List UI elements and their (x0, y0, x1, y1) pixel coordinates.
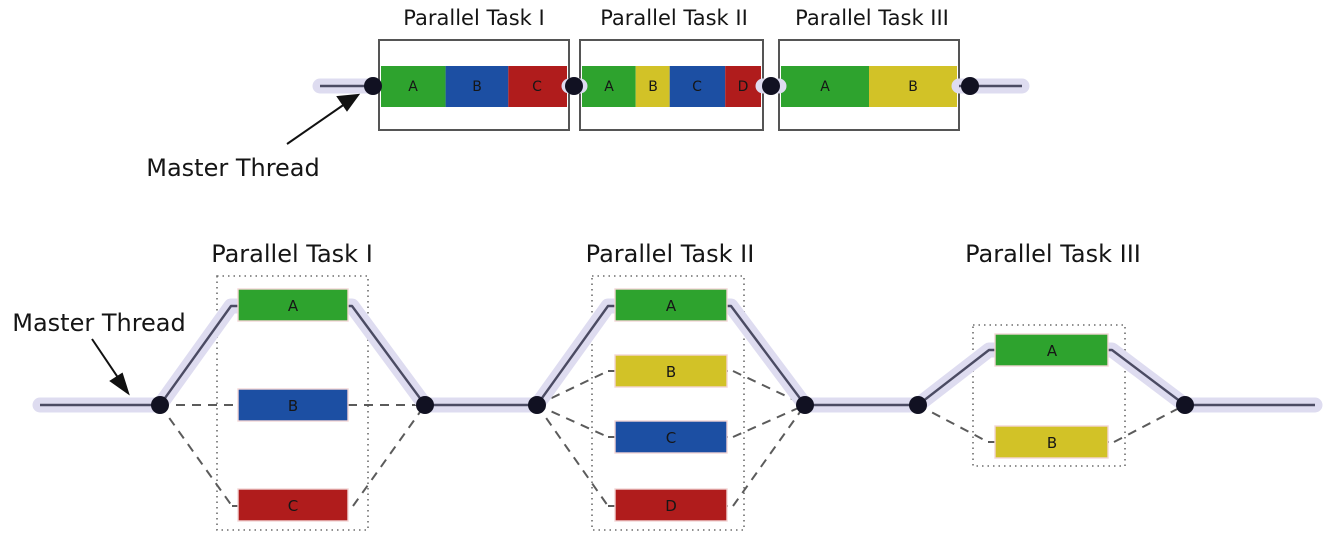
bottom-task-3-label-b: B (1047, 434, 1057, 452)
top-task-2-segment-b (635, 66, 670, 107)
top-task-3-frame-group: A B (778, 39, 960, 131)
top-task-2-label-d: D (738, 79, 749, 95)
bottom-master-thread-arrow-head (109, 372, 130, 396)
top-master-thread-arrow-line (286, 98, 353, 145)
bottom-join-node-1 (416, 396, 434, 414)
top-task-3-segment-b (869, 66, 957, 107)
top-task-1-segment-b (445, 66, 509, 107)
top-node-2 (565, 77, 583, 95)
edge-b-to-join3 (1113, 404, 1186, 443)
top-task-1-segment-c (508, 66, 567, 107)
bottom-task-2-box-d (614, 488, 728, 522)
edge-fork2-to-d (536, 404, 609, 507)
bottom-task-2-label-d: D (665, 497, 677, 515)
bottom-task-1-label-a: A (288, 297, 299, 315)
bottom-view: Parallel Task I Parallel Task II Paralle… (12, 240, 1323, 531)
top-node-4 (961, 77, 979, 95)
bottom-task-2-label-c: C (666, 429, 676, 447)
top-task-2-label-c: C (692, 79, 702, 95)
top-task-1-label-c: C (532, 79, 542, 95)
top-master-thread-arrow-head (336, 93, 361, 112)
bottom-master-thread-callout: Master Thread (12, 309, 186, 396)
edge-fork1-to-c (159, 404, 233, 507)
top-master-thread-label: Master Thread (146, 154, 320, 182)
top-task-3-title: Parallel Task III (795, 6, 949, 30)
bottom-master-thread-label: Master Thread (12, 309, 186, 337)
edge-d-to-join2 (732, 404, 806, 507)
top-task-2-label-b: B (648, 79, 658, 95)
bottom-task-2-box-a (614, 288, 728, 322)
bottom-task-2-boxes: A B C D (614, 288, 728, 522)
bottom-task-2-box-b (614, 354, 728, 388)
bottom-join-node-3 (1176, 396, 1194, 414)
bottom-task-3-box-b (994, 425, 1109, 459)
bottom-task-2-edges (536, 305, 806, 507)
top-task-2-segment-c (669, 66, 726, 107)
top-task-2-segment-a (582, 66, 636, 107)
top-task-2-frame-group: A B C D (579, 39, 764, 131)
bottom-task-1-label-b: B (288, 397, 298, 415)
bottom-task-1-region (216, 275, 369, 531)
bottom-task-1-title: Parallel Task I (211, 240, 373, 268)
bottom-task-3-box-a (994, 333, 1109, 367)
top-task-2-label-a: A (604, 79, 614, 95)
top-task-3-segment-a (781, 66, 869, 107)
bottom-task-1-box-c (237, 488, 349, 522)
bottom-task-2-box-c (614, 420, 728, 454)
bottom-task-2-title: Parallel Task II (586, 240, 755, 268)
bottom-task-3-boxes: A B (994, 333, 1109, 459)
bottom-task-1-box-b (237, 388, 349, 422)
top-node-3 (762, 77, 780, 95)
top-task-1-segment-a (381, 66, 446, 107)
bottom-task-1-label-c: C (288, 497, 298, 515)
bottom-fork-node-1 (151, 396, 169, 414)
top-task-1-label-b: B (472, 79, 482, 95)
bottom-task-1-boxes: A B C (237, 288, 349, 522)
bottom-fork-node-2 (528, 396, 546, 414)
bottom-task-2-label-a: A (666, 297, 677, 315)
bottom-task-2-label-b: B (666, 363, 676, 381)
top-task-1-frame-group: A B C (378, 39, 570, 131)
top-task-2-title: Parallel Task II (600, 6, 748, 30)
top-task-3-label-b: B (908, 79, 918, 95)
edge-fork2-to-b (536, 370, 609, 406)
bottom-task-3-label-a: A (1047, 342, 1058, 360)
bottom-join-node-2 (796, 396, 814, 414)
bottom-task-1-box-a (237, 288, 349, 322)
edge-c-to-join1 (352, 404, 426, 507)
top-task-2-segment-d (725, 66, 761, 107)
edge-fork2-to-c (536, 404, 609, 438)
top-master-thread-callout: Master Thread (146, 93, 361, 182)
edge-fork3-to-b (917, 404, 989, 443)
top-task-1-title: Parallel Task I (403, 6, 544, 30)
bottom-task-3-region (972, 324, 1126, 467)
top-node-1 (364, 77, 382, 95)
top-view: Parallel Task I Parallel Task II Paralle… (146, 6, 1030, 182)
top-task-1-label-a: A (408, 79, 418, 95)
bottom-task-3-title: Parallel Task III (965, 240, 1141, 268)
edge-c-to-join2 (732, 404, 806, 438)
top-task-3-label-a: A (820, 79, 830, 95)
bottom-fork-node-3 (909, 396, 927, 414)
